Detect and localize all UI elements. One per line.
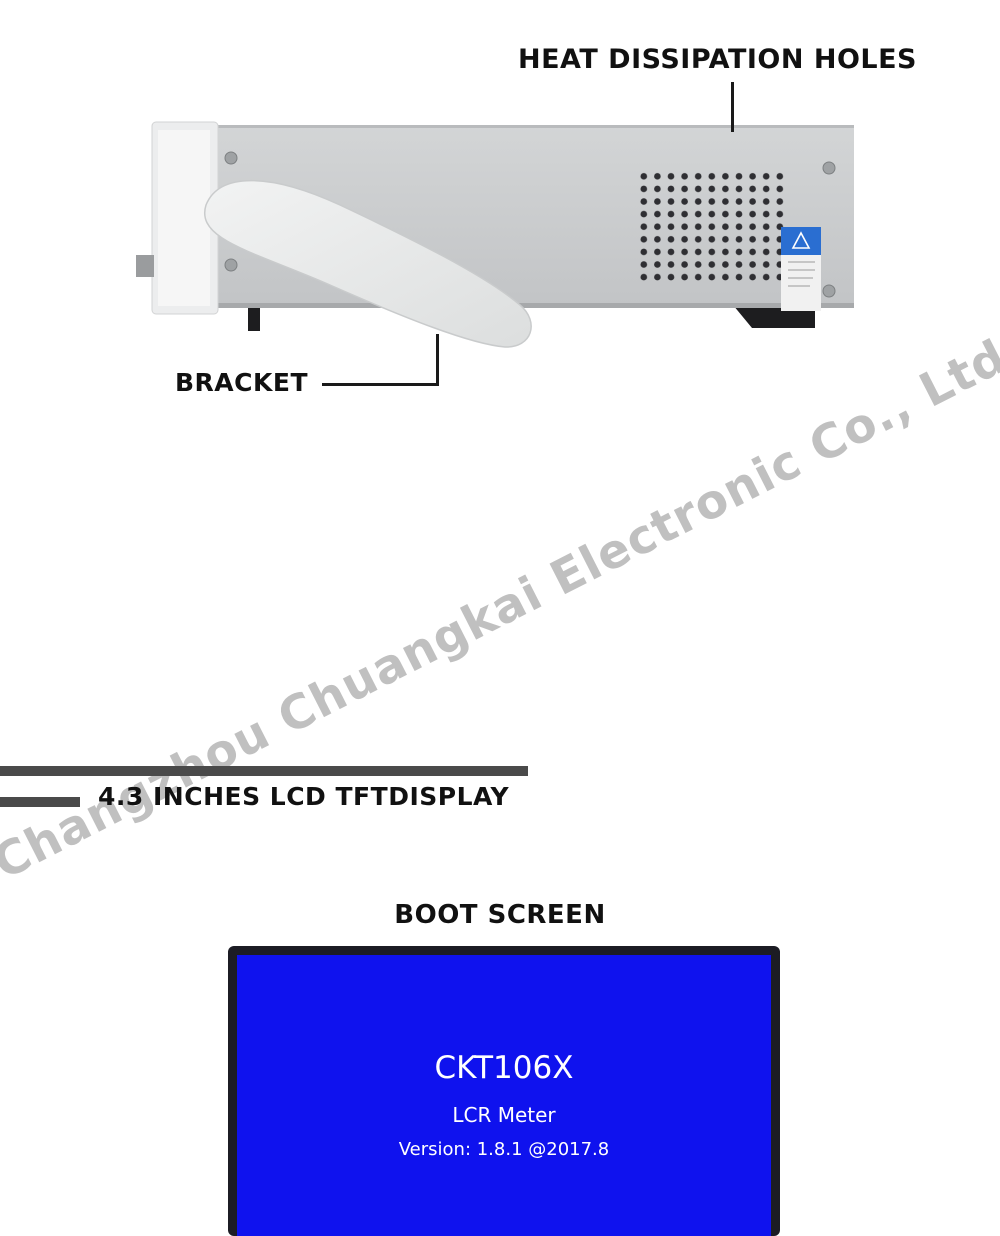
firmware-version: Version: 1.8.1 @2017.8 [398,1139,610,1160]
device-side-view-image [136,121,854,348]
section-header-bar-top [0,766,528,776]
heat-dissipation-holes-label: HEAT DISSIPATION HOLES [518,44,918,75]
lcd-section-title: 4.3 INCHES LCD TFTDISPLAY [98,782,510,811]
device-type: LCR Meter [452,1103,556,1127]
boot-screen-display: CKT106X LCR Meter Version: 1.8.1 @2017.8 [237,955,771,1236]
bracket-label: BRACKET [175,368,309,397]
bracket-leader-line-vertical [436,334,439,386]
heat-dissipation-holes [637,170,787,284]
model-name: CKT106X [434,1050,574,1086]
boot-screen-title: BOOT SCREEN [394,900,606,930]
bracket-leader-line-horizontal [322,383,439,386]
lcd-screen-frame: CKT106X LCR Meter Version: 1.8.1 @2017.8 [228,946,780,1236]
section-header-bar-left [0,797,80,807]
heat-holes-leader-line [731,82,734,132]
